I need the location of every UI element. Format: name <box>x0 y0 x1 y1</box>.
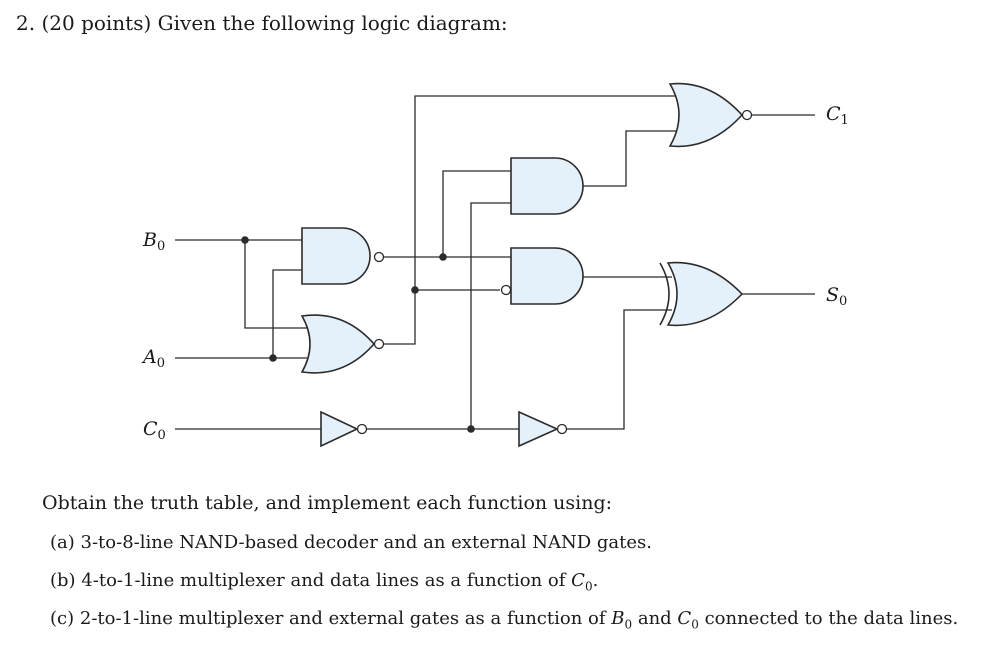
junction-dot <box>269 354 277 362</box>
input-label-a0: A0 <box>141 346 165 371</box>
part-c: (c) 2-to-1-line multiplexer and external… <box>50 608 959 632</box>
var-c0: C0 <box>571 570 593 594</box>
question-points: (20 points) <box>41 11 152 35</box>
var-b0: B0 <box>611 608 633 632</box>
junction-dot <box>467 425 475 433</box>
question-number: 2. <box>16 11 36 35</box>
inverter-gate <box>320 410 368 448</box>
part-a: (a) 3-to-8-line NAND-based decoder and a… <box>50 532 653 553</box>
nor-gate-output <box>668 82 753 148</box>
question-header: 2. (20 points) Given the following logic… <box>16 6 508 40</box>
question-prompt: Given the following logic diagram: <box>157 11 508 35</box>
junction-dot <box>411 286 419 294</box>
nand-gate <box>301 227 385 285</box>
wires <box>175 95 815 430</box>
junction-dot <box>439 253 447 261</box>
input-label-b0: B0 <box>142 229 165 254</box>
output-label-c1: C1 <box>826 103 849 128</box>
junction-dot <box>241 236 249 244</box>
xor-gate <box>659 261 744 327</box>
instructions: Obtain the truth table, and implement ea… <box>42 492 613 514</box>
output-label-s0: S0 <box>826 284 847 309</box>
nor-gate <box>300 314 385 374</box>
and-gate-upper <box>510 157 584 215</box>
var-c0: C0 <box>677 608 699 632</box>
logic-diagram: B0 A0 C0 C1 S0 <box>141 82 849 448</box>
and-gate-lower <box>500 247 584 305</box>
inverter-gate <box>518 410 568 448</box>
part-b: (b) 4-to-1-line multiplexer and data lin… <box>50 570 599 594</box>
input-label-c0: C0 <box>143 418 166 443</box>
